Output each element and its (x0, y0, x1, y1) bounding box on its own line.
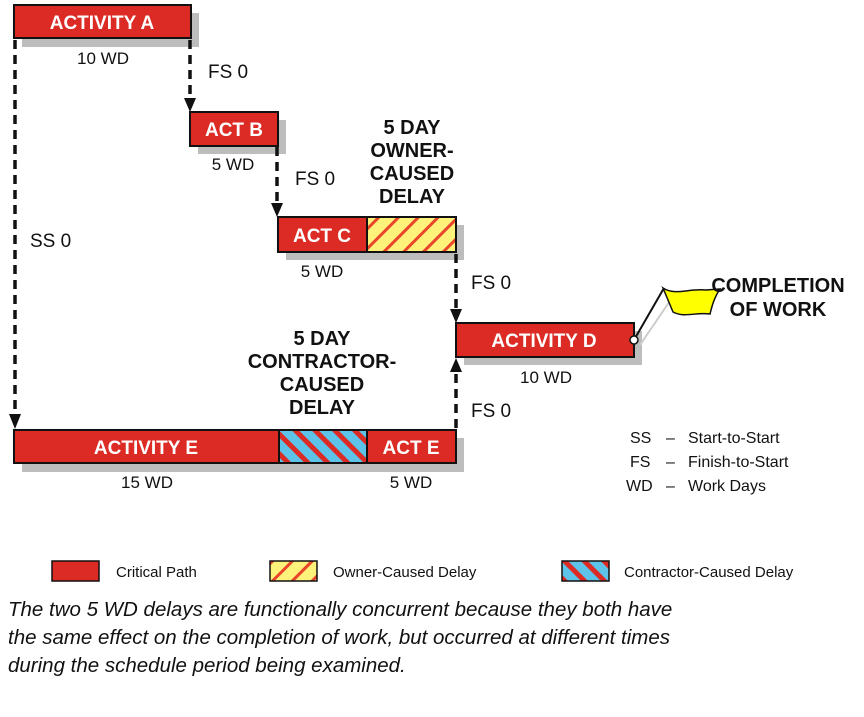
activity-c-label: ACT C (293, 226, 351, 247)
arrowheads (9, 98, 462, 429)
svg-text:CAUSED: CAUSED (280, 374, 364, 396)
legend-swatch-critical (51, 560, 100, 582)
svg-text:5 DAY: 5 DAY (383, 117, 441, 139)
svg-text:5 DAY: 5 DAY (293, 328, 351, 350)
svg-text:SS: SS (630, 430, 651, 447)
activity-e-remainder-duration: 5 WD (390, 473, 433, 492)
svg-text:–: – (666, 430, 675, 447)
legend-label-owner: Owner-Caused Delay (333, 564, 477, 581)
relationship-lines (13, 40, 458, 428)
activity-c-duration: 5 WD (301, 262, 344, 281)
contractor-delay-bar (278, 429, 368, 464)
rel-a-b: FS 0 (208, 62, 248, 83)
activity-e-label: ACTIVITY E (94, 438, 198, 459)
activity-d-label: ACTIVITY D (491, 331, 596, 352)
rel-b-c: FS 0 (295, 169, 335, 190)
svg-text:DELAY: DELAY (379, 186, 446, 208)
svg-text:OWNER-: OWNER- (370, 140, 453, 162)
activity-a-label: ACTIVITY A (50, 13, 155, 34)
arrowhead-icon (271, 203, 283, 217)
flag-icon (629, 286, 722, 346)
svg-text:WD: WD (626, 478, 653, 495)
activity-d-bar (455, 322, 635, 358)
arrowhead-icon (184, 98, 196, 112)
rel-a-e: SS 0 (30, 231, 71, 252)
activity-a-duration: 10 WD (77, 49, 129, 68)
contractor-delay-annotation: 5 DAY CONTRACTOR- CAUSED DELAY (248, 328, 397, 419)
activity-e-remainder-label: ACT E (383, 438, 440, 459)
svg-text:Work Days: Work Days (688, 478, 766, 495)
legend-swatch-contractor (561, 560, 610, 582)
caption-line: during the schedule period being examine… (8, 654, 406, 677)
svg-text:–: – (666, 454, 675, 471)
completion-label-line2: OF WORK (730, 299, 827, 321)
svg-text:–: – (666, 478, 675, 495)
arrowhead-icon (450, 358, 462, 372)
activity-e-remainder-bar (366, 429, 457, 464)
glossary: SS – Start-to-Start FS – Finish-to-Start… (626, 430, 789, 495)
caption-line: The two 5 WD delays are functionally con… (8, 598, 673, 621)
activity-c-bar (277, 216, 368, 253)
activity-e-duration: 15 WD (121, 473, 173, 492)
arrowhead-icon (450, 309, 462, 323)
svg-text:FS: FS (630, 454, 650, 471)
rel-c-d: FS 0 (471, 273, 511, 294)
activity-a-bar (13, 4, 192, 39)
owner-delay-annotation: 5 DAY OWNER- CAUSED DELAY (370, 117, 454, 208)
arrowhead-icon (9, 414, 21, 429)
legend-label-critical: Critical Path (116, 564, 197, 581)
legend-label-contractor: Contractor-Caused Delay (624, 564, 794, 581)
completion-label-line1: COMPLETION (711, 275, 844, 297)
caption-line: the same effect on the completion of wor… (8, 626, 671, 649)
legend-swatch-owner (269, 560, 318, 582)
svg-text:CAUSED: CAUSED (370, 163, 454, 185)
svg-text:Finish-to-Start: Finish-to-Start (688, 454, 789, 471)
rel-e-d: FS 0 (471, 401, 511, 422)
owner-delay-bar (366, 216, 457, 253)
caption: The two 5 WD delays are functionally con… (8, 596, 864, 680)
svg-text:DELAY: DELAY (289, 397, 356, 419)
svg-text:CONTRACTOR-: CONTRACTOR- (248, 351, 397, 373)
activity-b-bar (189, 111, 279, 147)
activity-d-duration: 10 WD (520, 368, 572, 387)
activity-b-duration: 5 WD (212, 155, 255, 174)
legend: Critical Path Owner-Caused Delay Contrac… (51, 560, 794, 582)
activity-b-label: ACT B (205, 120, 263, 141)
svg-text:Start-to-Start: Start-to-Start (688, 430, 780, 447)
